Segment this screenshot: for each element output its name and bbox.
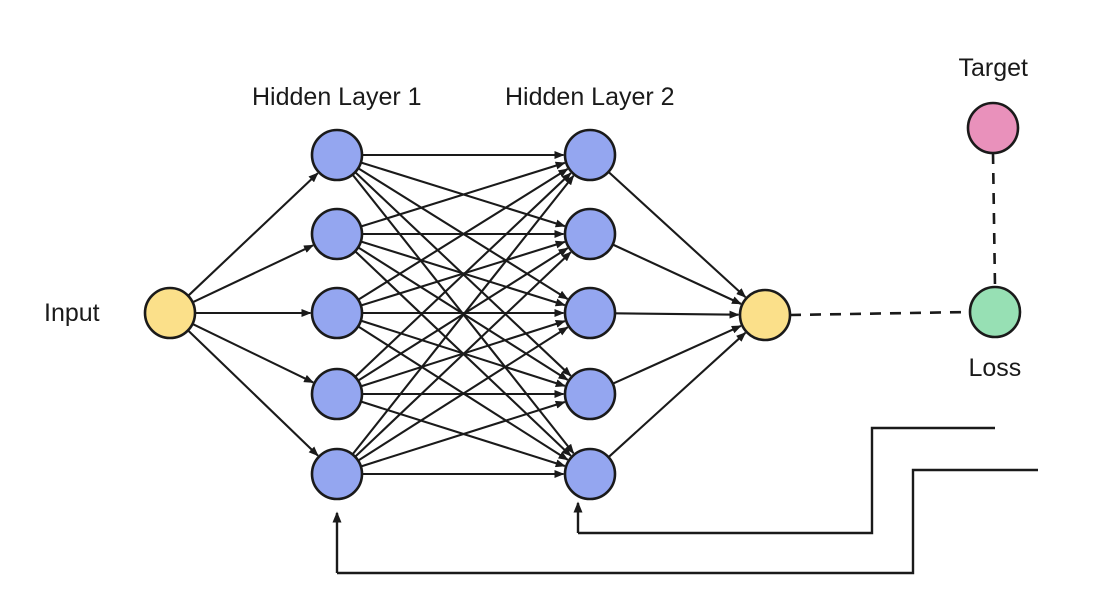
edge-h1-4-to-h2-0 <box>351 174 575 456</box>
dashed-edge-output-to-loss <box>789 310 971 317</box>
label-hidden-layer-1: Hidden Layer 1 <box>252 82 422 111</box>
node-target[interactable] <box>966 101 1020 155</box>
node-hidden-layer-2-4[interactable] <box>563 447 617 501</box>
label-hidden-layer-2: Hidden Layer 2 <box>505 82 675 111</box>
node-output[interactable] <box>738 288 792 342</box>
edge-h2-to-output-4 <box>607 332 747 458</box>
node-hidden-layer-1-0[interactable] <box>310 128 364 182</box>
node-hidden-layer-1-1[interactable] <box>310 207 364 261</box>
node-input[interactable] <box>143 286 197 340</box>
edge-h1-4-to-h2-1 <box>354 251 572 458</box>
edges-hidden2-to-output <box>607 171 747 458</box>
node-hidden-layer-1-3[interactable] <box>310 367 364 421</box>
node-hidden-layer-2-2[interactable] <box>563 286 617 340</box>
backprop-to-hidden-layer-2-line <box>578 426 995 535</box>
edge-h1-1-to-h2-0 <box>360 161 566 228</box>
label-target: Target <box>958 53 1028 82</box>
edges-input-to-hidden1 <box>187 172 319 457</box>
edges-dashed-loss <box>789 152 997 317</box>
backprop-paths <box>332 426 1038 575</box>
node-hidden-layer-2-0[interactable] <box>563 128 617 182</box>
edge-h2-to-output-0 <box>607 171 747 298</box>
node-loss[interactable] <box>968 285 1022 339</box>
edges-hidden1-to-hidden2 <box>351 151 575 478</box>
edge-input-to-h1-4 <box>187 329 319 457</box>
label-input: Input <box>44 298 100 327</box>
edge-input-to-h1-3 <box>192 322 315 384</box>
node-hidden-layer-1-4[interactable] <box>310 447 364 501</box>
edge-h1-4-to-h2-3 <box>360 400 566 468</box>
edge-h2-to-output-3 <box>612 324 742 385</box>
edge-h1-3-to-h2-0 <box>354 172 572 378</box>
backprop-to-hidden-layer-1-line <box>337 468 1038 575</box>
edge-h1-2-to-h2-1 <box>360 240 566 307</box>
node-hidden-layer-1-2[interactable] <box>310 286 364 340</box>
edge-h2-to-output-2 <box>614 310 740 319</box>
edge-input-to-h1-0 <box>187 172 319 297</box>
node-hidden-layer-2-3[interactable] <box>563 367 617 421</box>
dashed-edge-target-to-loss <box>991 152 997 288</box>
edge-h1-2-to-h2-0 <box>357 168 569 301</box>
edge-h1-4-to-h2-2 <box>357 326 569 462</box>
network-nodes <box>143 101 1022 501</box>
node-hidden-layer-2-1[interactable] <box>563 207 617 261</box>
edge-input-to-h1-1 <box>192 244 314 304</box>
label-loss: Loss <box>968 353 1022 382</box>
edge-h2-to-output-1 <box>612 243 742 305</box>
